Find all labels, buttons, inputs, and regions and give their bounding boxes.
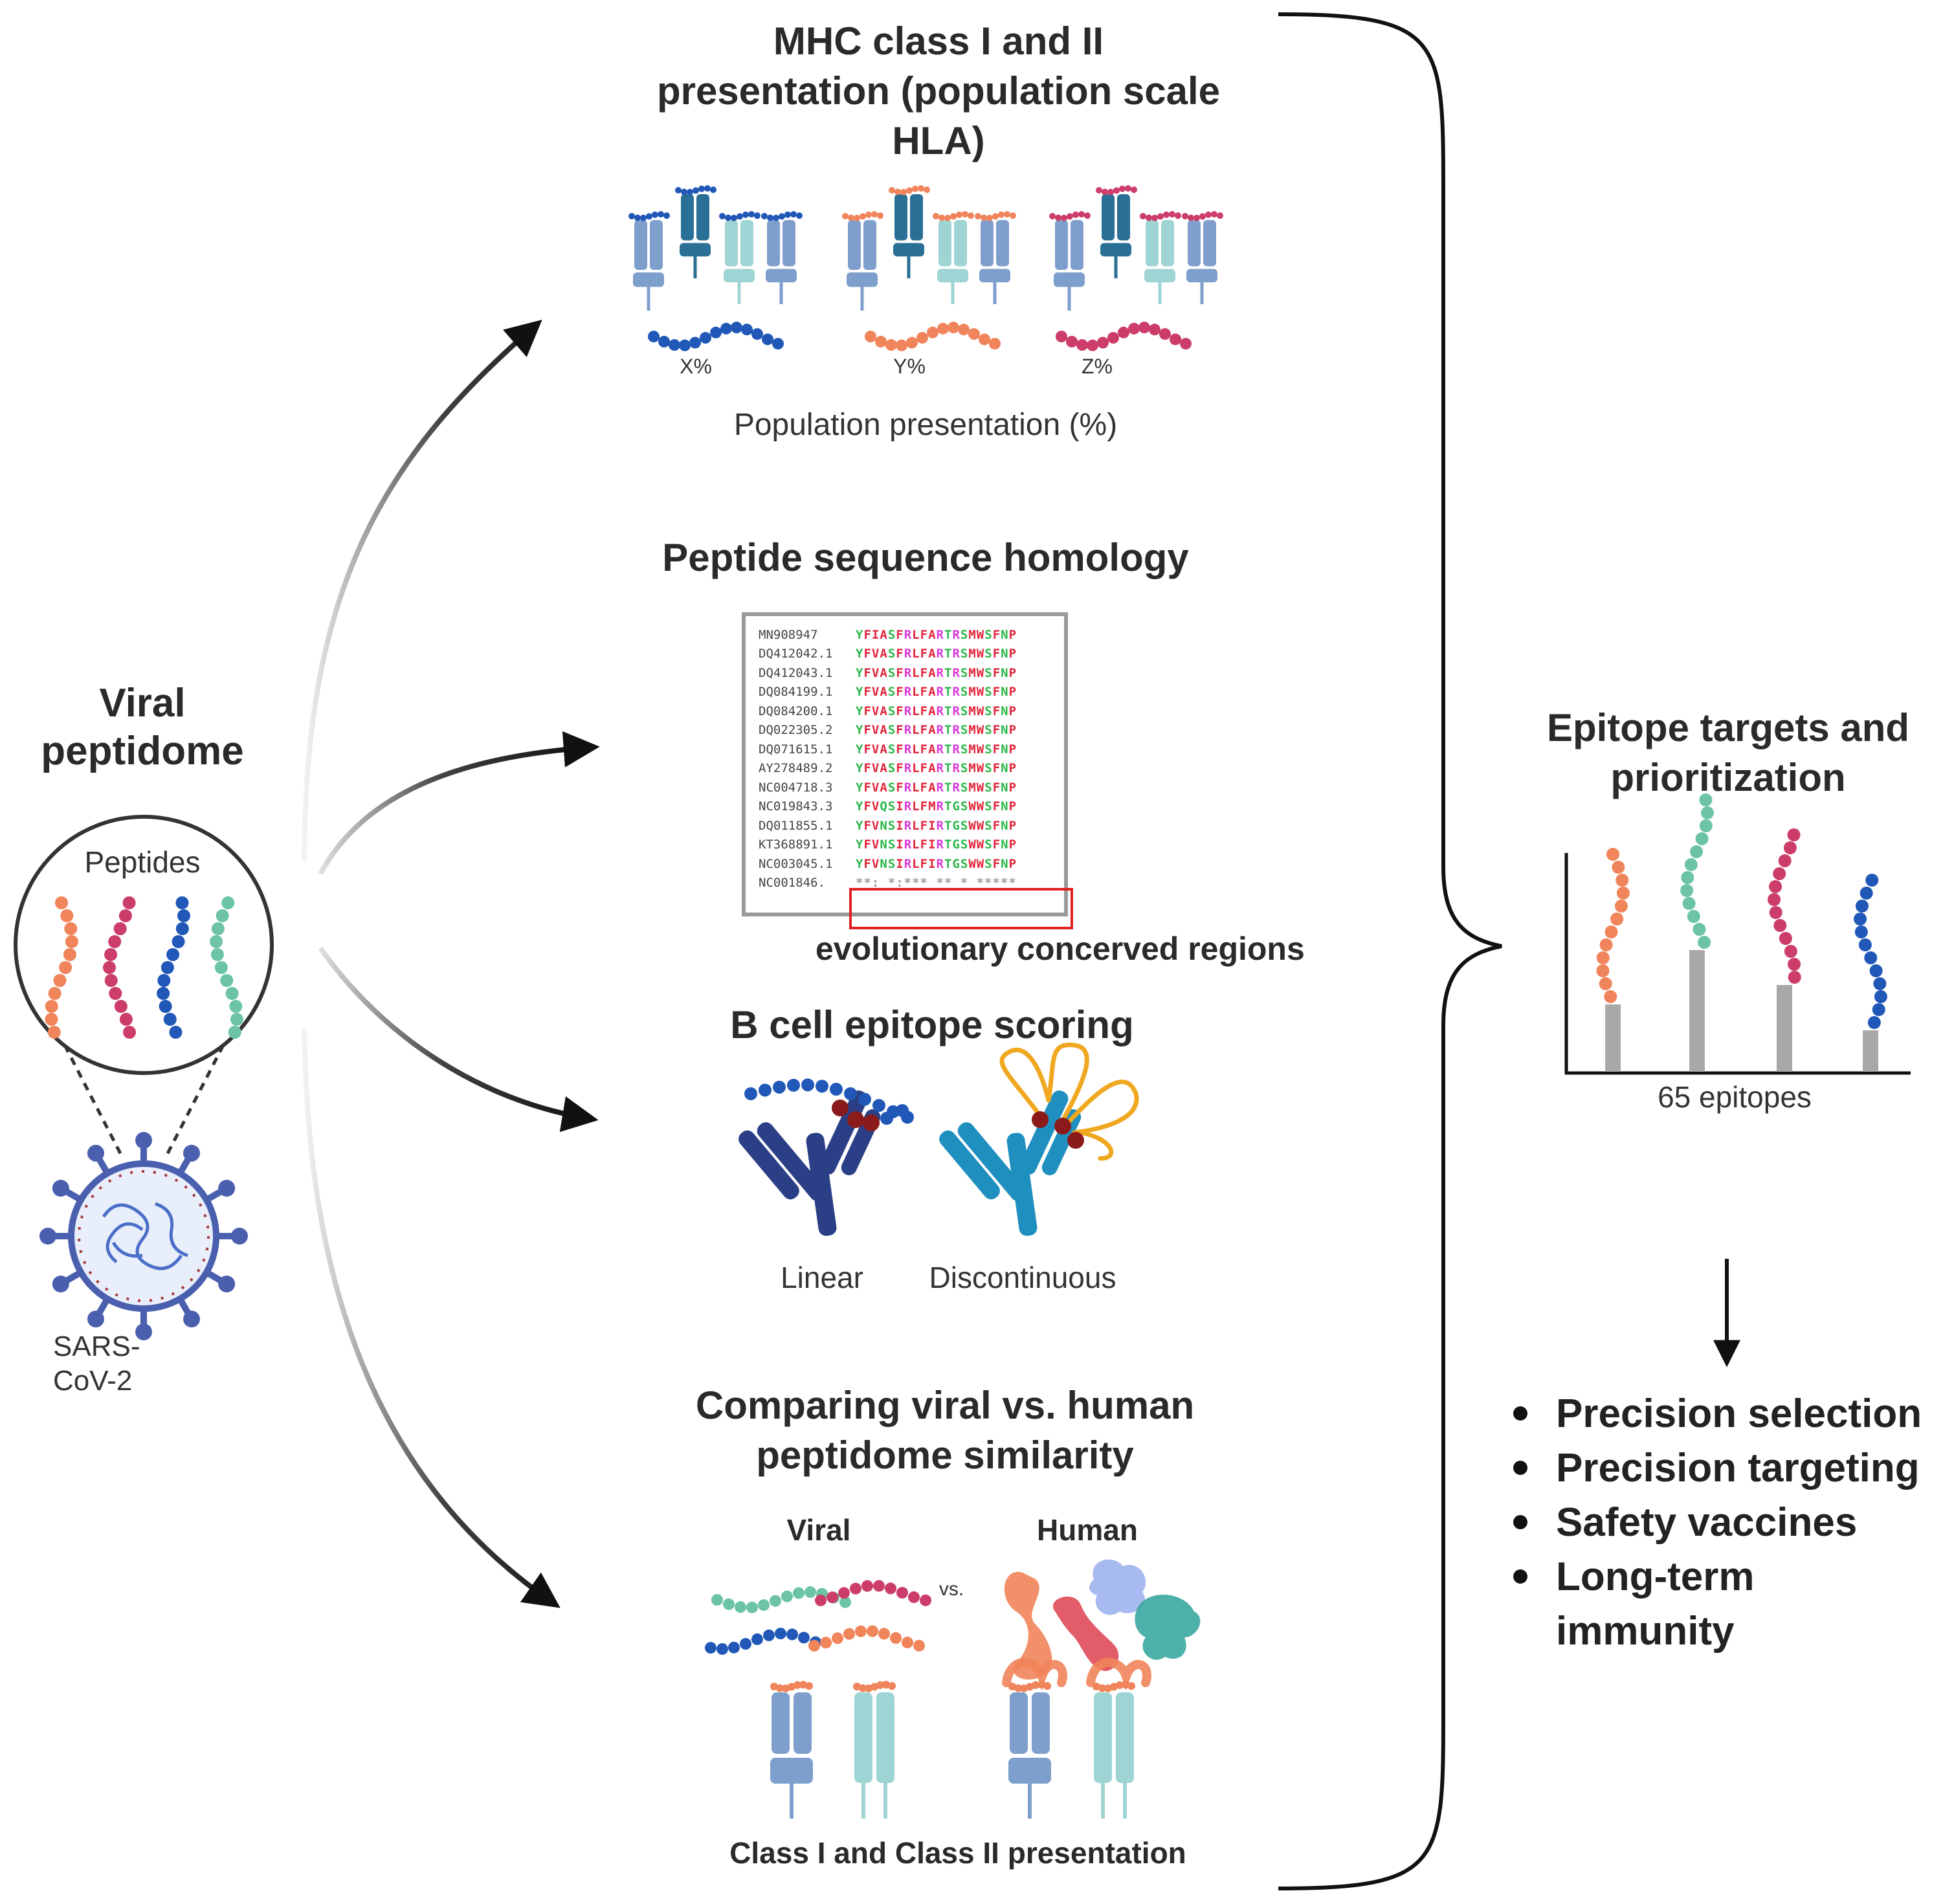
sequence-text: YFIASFRLFARTRSMWSFNP xyxy=(856,627,1017,642)
sequence-row: MN908947 YFIASFRLFARTRSMWSFNP xyxy=(759,625,1058,645)
mhc-molecules-bottom xyxy=(770,1657,1151,1819)
sequence-id: DQ022305.2 xyxy=(759,723,833,738)
sequence-text: YFVNSIRLFIRTGSWWSFNP xyxy=(856,856,1017,871)
sequence-text: YFVASFRLFARTRSMWSFNP xyxy=(856,665,1017,680)
sequence-id: DQ084199.1 xyxy=(759,685,833,700)
class-presentation-label: Class I and Class II presentation xyxy=(729,1836,1186,1870)
percent-label-x: X% xyxy=(680,355,712,378)
arrow-to-homology xyxy=(318,731,600,875)
sequence-text: YFVASFRLFARTRSMWSFNP xyxy=(856,780,1017,795)
sequence-id: NC019843.3 xyxy=(759,799,833,814)
sequence-id: DQ412043.1 xyxy=(759,665,833,680)
outcome-item: Long-term immunity xyxy=(1502,1550,1948,1659)
sequence-row: DQ412043.1 YFVASFRLFARTRSMWSFNP xyxy=(759,663,1058,683)
outcome-item: Precision targeting xyxy=(1502,1441,1948,1496)
zoom-line-left xyxy=(63,1044,125,1160)
sequence-text: YFVASFRLFARTRSMWSFNP xyxy=(856,685,1017,700)
peptide-chains xyxy=(45,896,243,1039)
sequence-id: DQ071615.1 xyxy=(759,742,833,757)
sequence-id: MN908947 xyxy=(759,627,818,642)
sequence-text: YFVASFRLFARTRSMWSFNP xyxy=(856,723,1017,738)
conserved-region-highlight xyxy=(849,888,1073,929)
sequence-text: YFVASFRLFARTRSMWSFNP xyxy=(856,703,1017,718)
sequence-text: YFVNSIRLFIRTGSWWSFNP xyxy=(856,818,1017,833)
sequence-row: DQ071615.1 YFVASFRLFARTRSMWSFNP xyxy=(759,740,1058,759)
conserved-regions-label: evolutionary concerved regions xyxy=(816,931,1305,967)
arrow-to-compare xyxy=(302,1028,561,1608)
sequence-row: NC019843.3 YFVQSIRLFMRTGSWWSFNP xyxy=(759,797,1058,817)
linear-epitope-antibody xyxy=(738,1078,914,1236)
peptides-circle xyxy=(14,815,274,1075)
sequence-text: YFVNSIRLFIRTGSWWSFNP xyxy=(856,837,1017,852)
sequence-id: KT368891.1 xyxy=(759,837,833,852)
population-presentation-caption: Population presentation (%) xyxy=(733,408,1118,442)
vs-label: vs. xyxy=(938,1578,964,1600)
peptides-label: Peptides xyxy=(84,845,201,879)
sequence-row: DQ084200.1 YFVASFRLFARTRSMWSFNP xyxy=(759,702,1058,721)
mhc-presentation-title: MHC class I and II presentation (populat… xyxy=(656,19,1221,162)
outcome-list: Precision selection Precision targeting … xyxy=(1502,1387,1948,1659)
discontinuous-label: Discontinuous xyxy=(929,1261,1116,1294)
sequence-id: NC004718.3 xyxy=(759,780,833,795)
sequence-id: DQ084200.1 xyxy=(759,703,833,718)
sars-cov-2-label: SARS- CoV-2 xyxy=(53,1331,140,1397)
discontinuous-epitope-antibody xyxy=(939,1042,1139,1236)
population-peptides xyxy=(648,322,1192,351)
sequence-row: NC003045.1 YFVNSIRLFIRTGSWWSFNP xyxy=(759,854,1058,874)
epitope-prioritization-title: Epitope targets and prioritization xyxy=(1546,706,1910,799)
percent-label-y: Y% xyxy=(893,355,926,378)
sequence-homology-title: Peptide sequence homology xyxy=(662,536,1189,579)
sequence-text: YFVASFRLFARTRSMWSFNP xyxy=(856,647,1017,661)
sequence-row: AY278489.2 YFVASFRLFARTRSMWSFNP xyxy=(759,759,1058,779)
branch-arrows xyxy=(302,319,600,1608)
epitope-chart xyxy=(1564,793,1911,1075)
arrow-to-mhc xyxy=(302,319,542,861)
sequence-id: DQ011855.1 xyxy=(759,818,833,833)
sequence-row: KT368891.1 YFVNSIRLFIRTGSWWSFNP xyxy=(759,836,1058,855)
sequence-row: NC004718.3 YFVASFRLFARTRSMWSFNP xyxy=(759,778,1058,797)
viral-peptide-chains xyxy=(705,1580,931,1655)
sequence-text: YFVASFRLFARTRSMWSFNP xyxy=(856,761,1017,776)
arrow-to-bcell xyxy=(318,946,599,1133)
curly-brace xyxy=(1278,12,1502,1890)
viral-peptidome-title: Viral peptidome xyxy=(41,681,244,774)
zoom-line-right xyxy=(163,1044,225,1160)
human-proteins xyxy=(1004,1559,1201,1680)
sequence-id: DQ412042.1 xyxy=(759,647,833,661)
viral-sub-label: Viral xyxy=(786,1513,851,1547)
sequence-id: NC001846. xyxy=(759,876,825,891)
sequence-text: YFVQSIRLFMRTGSWWSFNP xyxy=(856,799,1017,814)
sequence-row: DQ084199.1 YFVASFRLFARTRSMWSFNP xyxy=(759,683,1058,702)
sequence-row: DQ412042.1 YFVASFRLFARTRSMWSFNP xyxy=(759,645,1058,664)
b-cell-scoring-title: B cell epitope scoring xyxy=(730,1003,1134,1046)
percent-label-z: Z% xyxy=(1082,355,1113,378)
linear-label: Linear xyxy=(781,1261,863,1294)
comparison-title: Comparing viral vs. human peptidome simi… xyxy=(695,1384,1195,1477)
epitope-count-label: 65 epitopes xyxy=(1658,1080,1812,1114)
outcome-item: Safety vaccines xyxy=(1502,1496,1948,1550)
sequence-id: AY278489.2 xyxy=(759,761,833,776)
sequence-text: **: *:*** ** * ***** xyxy=(856,876,1017,891)
sequence-row: DQ011855.1 YFVNSIRLFIRTGSWWSFNP xyxy=(759,816,1058,836)
mhc-molecules-top xyxy=(628,185,1223,311)
sequence-id: NC003045.1 xyxy=(759,856,833,871)
sequence-row: NC001846. **: *:*** ** * ***** xyxy=(759,874,1058,893)
virus-icon xyxy=(39,1132,248,1340)
human-sub-label: Human xyxy=(1037,1513,1138,1547)
sequence-text: YFVASFRLFARTRSMWSFNP xyxy=(856,742,1017,757)
outcome-item: Precision selection xyxy=(1502,1387,1948,1441)
sequence-row: DQ022305.2 YFVASFRLFARTRSMWSFNP xyxy=(759,721,1058,740)
